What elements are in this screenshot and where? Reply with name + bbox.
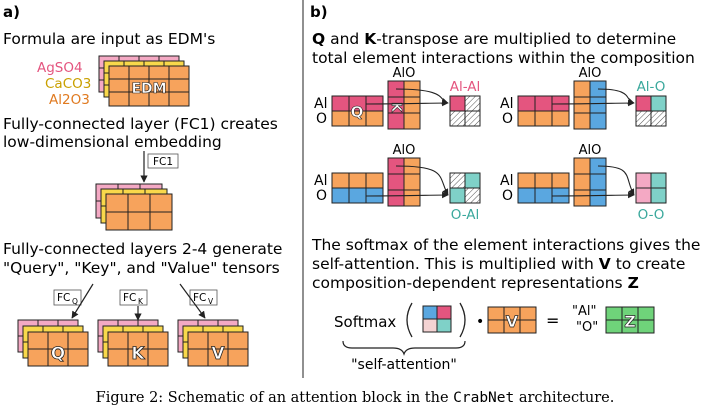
- interaction-result: [449, 95, 481, 127]
- row-label-al: Al: [314, 173, 327, 189]
- fc-v: FC V: [179, 283, 218, 319]
- fc1-box: [147, 153, 179, 169]
- svg-text:Z: Z: [624, 312, 636, 331]
- interaction-label: Al-Al: [450, 79, 481, 95]
- q-glyph: Q: [351, 103, 364, 121]
- open-paren: [406, 302, 413, 338]
- formula-caco3: CaCO3: [45, 76, 91, 92]
- edm-label: EDM: [131, 81, 166, 97]
- tensor-glyph-v: V: [211, 344, 225, 364]
- k-column-label: AlO: [579, 66, 602, 81]
- row-label-o: O: [316, 188, 327, 204]
- panel-a-line3a: Fully-connected layers 2-4 generate: [3, 240, 282, 258]
- softmax-equation: Softmax "self-attention" • V = "Al" "O": [334, 302, 655, 373]
- figure-caption: Figure 2: Schematic of an attention bloc…: [96, 390, 615, 406]
- interaction-result: [635, 95, 667, 127]
- svg-text:FC: FC: [193, 292, 206, 304]
- k-matrix: [573, 80, 607, 130]
- tensor-stack-q: Q: [17, 319, 89, 367]
- q-matrix: [331, 172, 384, 204]
- panel-b-line2: total element interactions within the co…: [312, 49, 695, 67]
- tensor-stack-k: K: [97, 319, 169, 367]
- v-tensor: V: [487, 306, 537, 334]
- svg-text:FC: FC: [57, 292, 70, 304]
- fc1-label: FC1: [153, 156, 173, 168]
- interaction-label: O-O: [638, 207, 665, 223]
- svg-text:V: V: [208, 297, 214, 306]
- k-matrix: [387, 157, 421, 207]
- k-column-label: AlO: [579, 143, 602, 158]
- row-label-o: O: [502, 188, 513, 204]
- softmax-line3: composition-dependent representations Z: [312, 274, 639, 292]
- attention-matrix: [422, 305, 452, 333]
- multiply-dot: •: [476, 314, 484, 330]
- interaction-label: Al-O: [637, 79, 666, 95]
- panel-a-label: a): [3, 3, 20, 21]
- z-tensor: Z: [605, 306, 655, 334]
- k-glyph: K: [388, 102, 403, 113]
- tensor-stack-v: V: [177, 319, 249, 367]
- self-attention-label: "self-attention": [351, 357, 457, 373]
- panel-a-line2a: Fully-connected layer (FC1) creates: [3, 115, 278, 133]
- svg-text:K: K: [138, 297, 144, 306]
- formula-agso4: AgSO4: [37, 60, 83, 76]
- output-o: "O": [576, 320, 598, 335]
- interaction-result: [635, 172, 667, 204]
- fc-k: FC K: [119, 289, 148, 321]
- row-label-al: Al: [500, 96, 513, 112]
- q-matrix: [331, 95, 384, 127]
- k-arrow: [395, 165, 449, 196]
- panel-a-line2b: low-dimensional embedding: [3, 133, 222, 151]
- embedding-stack: [95, 183, 173, 231]
- tensor-layer-orange: [107, 331, 169, 367]
- formula-al2o3: Al2O3: [49, 92, 90, 108]
- k-arrow: [597, 165, 635, 196]
- tensor-glyph-k: K: [131, 344, 145, 364]
- close-paren: [459, 302, 466, 338]
- edm-stack: EDM AgSO4 CaCO3 Al2O3: [37, 55, 190, 108]
- row-label-o: O: [502, 111, 513, 127]
- panel-b-line1: Q and K-transpose are multiplied to dete…: [312, 30, 676, 48]
- tensor-glyph-q: Q: [51, 344, 65, 364]
- underbrace: [342, 340, 466, 356]
- row-label-al: Al: [500, 173, 513, 189]
- svg-text:FC: FC: [123, 292, 136, 304]
- tensor-layer-orange: [27, 331, 89, 367]
- k-arrow: [597, 88, 635, 105]
- panel-a: a) Formula are input as EDM's EDM AgSO4 …: [3, 3, 282, 367]
- panel-b-label: b): [310, 3, 328, 21]
- softmax-line2: self-attention. This is multiplied with …: [312, 255, 685, 273]
- panel-a-line3b: "Query", "Key", and "Value" tensors: [3, 259, 280, 277]
- k-arrow: [395, 88, 449, 105]
- edm-layer-orange: [108, 65, 190, 107]
- svg-text:Q: Q: [72, 297, 78, 306]
- k-column-label: AlO: [393, 143, 416, 158]
- softmax-line1: The softmax of the element interactions …: [311, 236, 700, 254]
- panel-a-line1: Formula are input as EDM's: [3, 30, 215, 48]
- row-label-al: Al: [314, 96, 327, 112]
- panel-b: b) Q and K-transpose are multiplied to d…: [310, 3, 700, 373]
- equals-sign: =: [546, 311, 559, 330]
- svg-text:V: V: [506, 312, 519, 331]
- interaction-result: [449, 172, 481, 204]
- k-column-label: AlO: [393, 66, 416, 81]
- fc-q: FC Q: [53, 283, 94, 319]
- interaction-label: O-Al: [451, 207, 480, 223]
- q-matrix: [517, 172, 570, 204]
- row-label-o: O: [316, 111, 327, 127]
- softmax-word: Softmax: [334, 313, 396, 331]
- q-matrix: [517, 95, 570, 127]
- k-matrix: [573, 157, 607, 207]
- tensor-layer-orange: [187, 331, 249, 367]
- output-al: "Al": [572, 304, 596, 319]
- interaction-quadrants: AlOQ•AlOKAl-AlAlO•AlOAl-OAlO•AlOO-AlAlO•…: [314, 66, 667, 223]
